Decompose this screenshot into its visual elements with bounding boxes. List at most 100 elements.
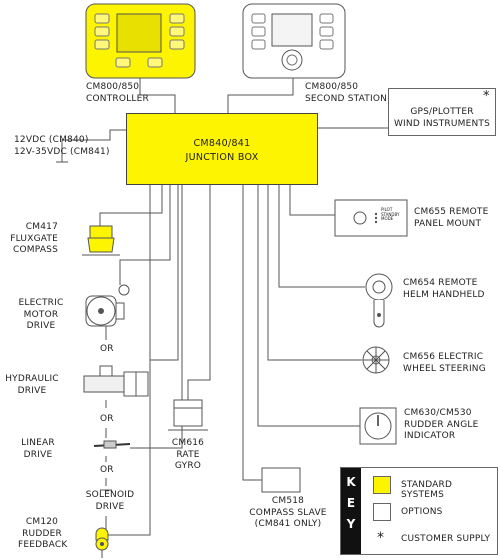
fluxgate-cable (99, 185, 163, 226)
indicator-line-3: INDICATOR (404, 431, 456, 441)
second-station-device (242, 3, 346, 79)
compass-slave-line-3: (CM841 ONLY) (254, 519, 322, 529)
second-station-cable (227, 78, 294, 113)
compass-slave-cable (242, 185, 262, 481)
drive-cable (150, 185, 179, 361)
fluxgate-line-3: COMPASS (13, 245, 58, 255)
panel-line-2: PANEL MOUNT (414, 218, 482, 229)
controller-model: CM800/850 (86, 82, 140, 92)
panel-label: CM655 REMOTE PANEL MOUNT (414, 207, 488, 230)
indicator-cable (257, 185, 360, 427)
gps-label: GPS/PLOTTER WIND INSTRUMENTS (389, 107, 495, 130)
gps-line-2: WIND INSTRUMENTS (393, 118, 491, 129)
handheld-cable (278, 185, 365, 288)
indicator-line-2: RUDDER ANGLE (404, 419, 479, 430)
rudder-feedback-line-1: CM120 (25, 517, 59, 527)
gps-box: GPS/PLOTTER WIND INSTRUMENTS * (388, 88, 496, 136)
electric-motor-device (85, 284, 130, 327)
compass-slave-line-1: CM518 (271, 496, 305, 506)
gyro-cable (187, 185, 211, 400)
customer-supply-mark-icon: * (377, 530, 385, 546)
feedback-cable (108, 185, 151, 536)
hydraulic-line-2: DRIVE (17, 385, 47, 396)
standard-swatch (373, 476, 391, 494)
panel-face-text: PILOT STANDBY MODE (381, 207, 400, 222)
key-letter-e: E (346, 496, 356, 510)
gyro-line-3: GYRO (174, 461, 202, 471)
power-line-2: 12V-35VDC (CM841) (14, 146, 110, 157)
gps-line-1: GPS/PLOTTER (410, 107, 474, 117)
or-label-2: OR (100, 414, 114, 424)
panel-face-line-3: MODE (381, 216, 394, 221)
rudder-feedback-line-3: FEEDBACK (18, 540, 68, 550)
indicator-line-1: CM630/CM530 (404, 408, 472, 418)
controller-cable (139, 78, 176, 113)
handheld-line-2: HELM HANDHELD (403, 289, 485, 300)
rudder-feedback-label: CM120 RUDDER FEEDBACK (18, 517, 68, 552)
wheel-line-2: WHEEL STEERING (403, 363, 486, 374)
options-swatch (373, 503, 391, 521)
solenoid-line-2: DRIVE (95, 501, 125, 512)
motor-cable (119, 185, 171, 285)
solenoid-label: SOLENOID DRIVE (84, 490, 136, 513)
wheel-steering-device (362, 346, 390, 374)
panel-face-line-2: STANDBY (381, 211, 400, 217)
motor-line-3: DRIVE (26, 321, 56, 331)
linear-label: LINEAR DRIVE (16, 438, 60, 461)
power-cable (61, 129, 126, 162)
rudder-feedback-device (95, 527, 109, 558)
handheld-line-1: CM654 REMOTE (403, 278, 478, 288)
options-label: OPTIONS (401, 507, 443, 517)
wheel-label: CM656 ELECTRIC WHEEL STEERING (403, 352, 486, 375)
panel-face-line-1: PILOT (381, 207, 393, 212)
fluxgate-model: CM417 (25, 222, 58, 232)
linear-cable (130, 185, 183, 449)
indicator-label: CM630/CM530 RUDDER ANGLE INDICATOR (404, 408, 478, 443)
or-label-1: OR (100, 344, 114, 354)
power-label: 12VDC (CM840) 12V-35VDC (CM841) (14, 135, 110, 158)
controller-label: CM800/850 CONTROLLER (86, 82, 149, 105)
gyro-label: CM616 RATE GYRO (162, 438, 214, 473)
hydraulic-line-1: HYDRAULIC (5, 374, 59, 384)
controller-device (85, 3, 196, 79)
fluxgate-label: CM417 FLUXGATE COMPASS (4, 222, 58, 257)
second-station-name: SECOND STATION (305, 93, 388, 104)
compass-slave-device (261, 467, 301, 493)
gyro-line-2: RATE (176, 449, 200, 460)
solenoid-line-1: SOLENOID (85, 490, 135, 500)
compass-slave-line-2: COMPASS SLAVE (249, 507, 327, 518)
or-label-3: OR (100, 465, 114, 475)
hydraulic-drive-device (83, 365, 149, 397)
handheld-device (365, 273, 393, 328)
power-line-1: 12VDC (CM840) (14, 135, 89, 145)
rate-gyro-device (168, 399, 208, 431)
key-letter-y: Y (346, 517, 356, 531)
key-letter-k: K (346, 475, 356, 489)
gyro-line-1: CM616 (171, 438, 205, 448)
wheel-line-1: CM656 ELECTRIC (403, 352, 484, 362)
linear-line-2: DRIVE (23, 449, 53, 460)
second-station-label: CM800/850 SECOND STATION (305, 82, 387, 105)
junction-box-name: JUNCTION BOX (185, 152, 259, 163)
panel-mount-device (334, 199, 408, 237)
panel-cable (289, 185, 335, 216)
linear-line-1: LINEAR (21, 438, 55, 448)
junction-box: CM840/841 JUNCTION BOX (126, 113, 318, 185)
fluxgate-line-2: FLUXGATE (10, 233, 58, 244)
key-legend: K E Y STANDARD SYSTEMS OPTIONS * CUSTOME… (340, 467, 498, 555)
panel-line-1: CM655 REMOTE (414, 207, 489, 217)
junction-box-model: CM840/841 (193, 138, 251, 149)
motor-label: ELECTRIC MOTOR DRIVE (12, 298, 70, 333)
compass-slave-label: CM518 COMPASS SLAVE (CM841 ONLY) (246, 496, 330, 531)
fluxgate-compass-device (82, 225, 120, 256)
controller-name: CONTROLLER (86, 93, 149, 104)
customer-supply-icon: * (483, 89, 490, 104)
linear-drive-device (93, 440, 131, 449)
handheld-label: CM654 REMOTE HELM HANDHELD (403, 278, 485, 301)
wheel-cable (267, 185, 362, 361)
rudder-feedback-line-2: RUDDER (22, 528, 62, 539)
motor-line-1: ELECTRIC (18, 298, 64, 308)
second-station-model: CM800/850 (305, 82, 359, 92)
key-strip: K E Y (341, 468, 361, 554)
